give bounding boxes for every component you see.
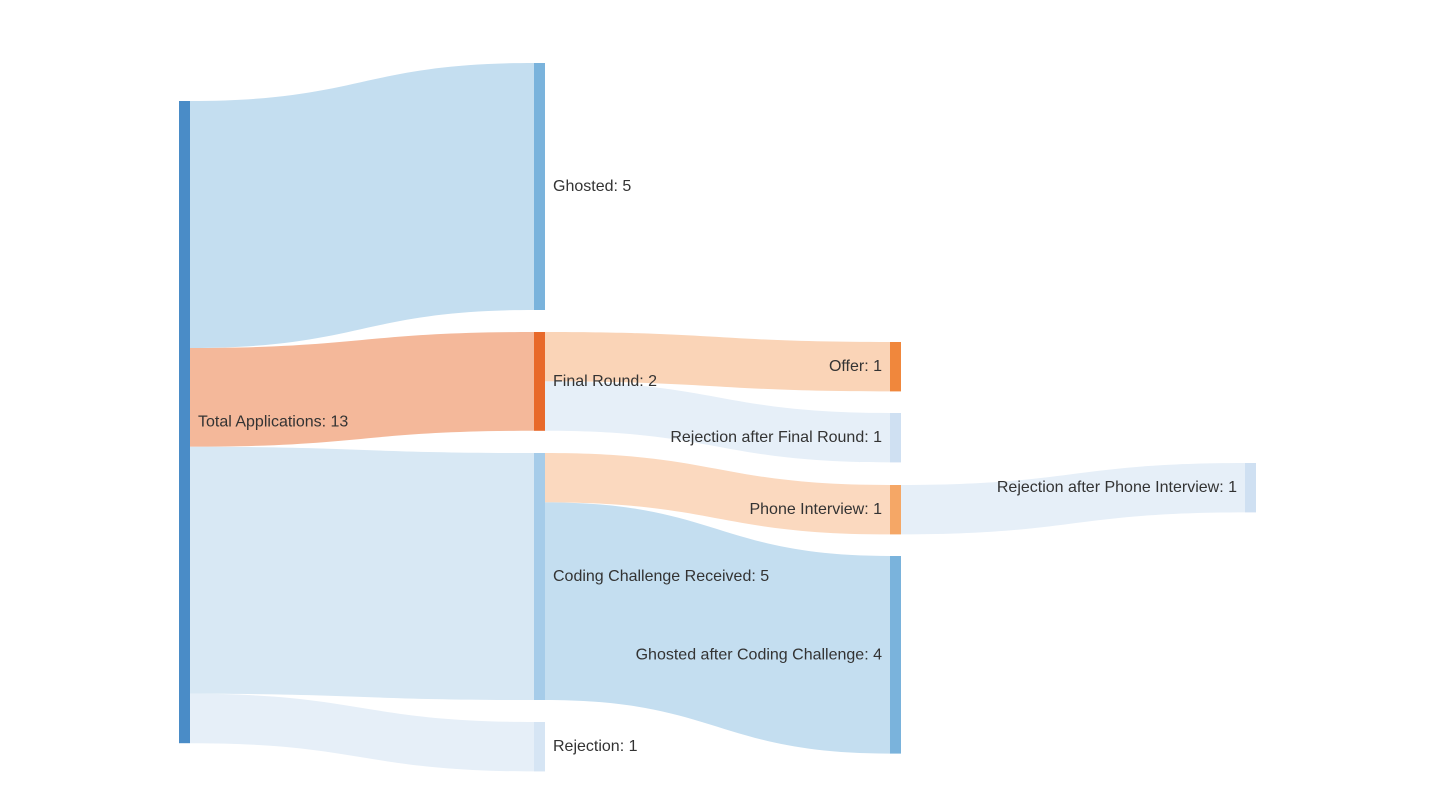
node-rej_phone: [1245, 463, 1256, 513]
node-label-final_round: Final Round: 2: [553, 373, 657, 390]
node-label-total: Total Applications: 13: [198, 414, 348, 431]
link-final_round-to-rej_final: [545, 381, 890, 463]
link-total-to-rejection: [190, 693, 534, 772]
node-total: [179, 101, 190, 744]
labels-layer: Total Applications: 13 Ghosted: 5 Final Ro…: [198, 178, 1237, 755]
link-total-to-ghosted: [190, 63, 534, 348]
node-phone: [890, 485, 901, 535]
node-label-rej_phone: Rejection after Phone Interview: 1: [997, 479, 1237, 496]
link-phone-to-rej_phone: [901, 463, 1245, 535]
node-label-ghosted: Ghosted: 5: [553, 178, 631, 195]
node-label-rej_final: Rejection after Final Round: 1: [670, 429, 882, 446]
node-label-coding: Coding Challenge Received: 5: [553, 568, 769, 585]
node-label-offer: Offer: 1: [829, 358, 882, 375]
node-rejection: [534, 722, 545, 772]
node-label-rejection: Rejection: 1: [553, 738, 638, 755]
node-ghosted: [534, 63, 545, 310]
node-final_round: [534, 332, 545, 431]
links-layer: [190, 63, 1245, 772]
link-final_round-to-offer: [545, 332, 890, 392]
node-label-ghosted_coding: Ghosted after Coding Challenge: 4: [636, 646, 882, 663]
node-offer: [890, 342, 901, 392]
node-ghosted_coding: [890, 556, 901, 754]
link-coding-to-phone: [545, 453, 890, 535]
node-label-phone: Phone Interview: 1: [749, 501, 882, 518]
nodes-layer: [179, 63, 1256, 772]
link-coding-to-ghosted_coding: [545, 502, 890, 754]
node-coding: [534, 453, 545, 700]
node-rej_final: [890, 413, 901, 463]
link-total-to-final_round: [190, 332, 534, 447]
link-total-to-coding: [190, 446, 534, 700]
